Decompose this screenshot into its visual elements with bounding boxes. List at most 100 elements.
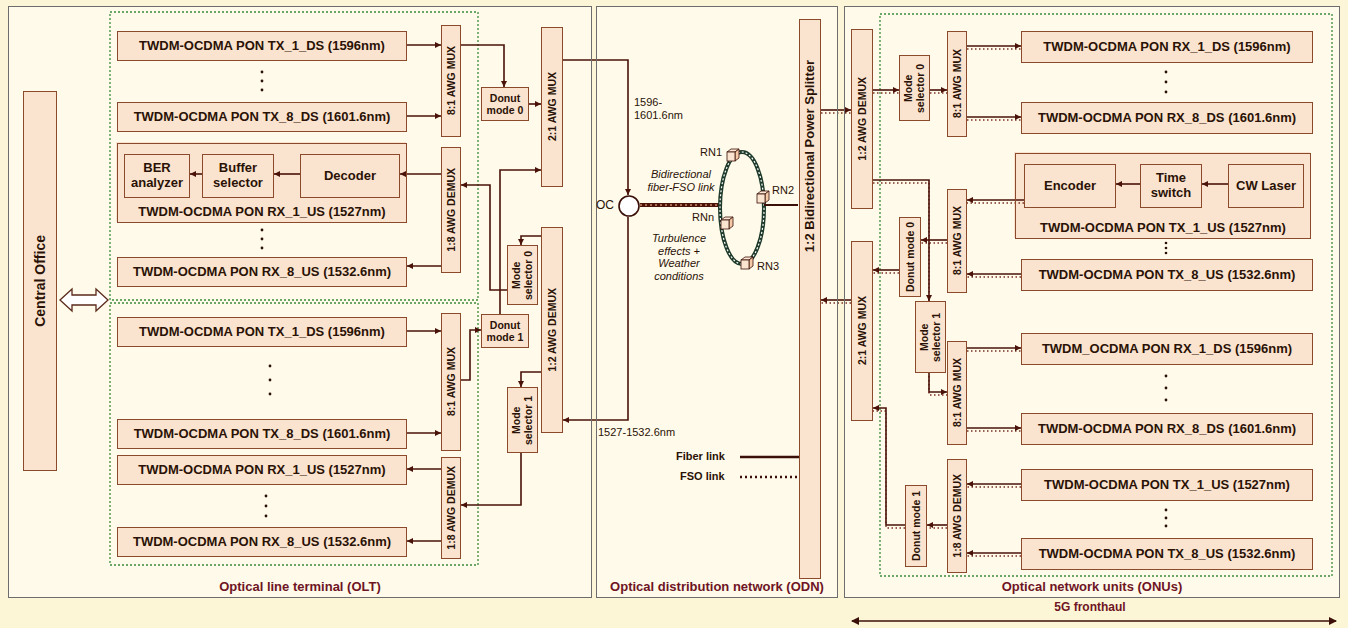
vertical-component-box: 2:1 AWG MUX [541, 27, 563, 187]
component-box: TWDM-OCDMA PON RX_8_DS (1601.6nm) [1021, 413, 1313, 445]
fso-companion-line [967, 350, 1021, 351]
legend-sample [740, 476, 800, 479]
panel-label: Optical distribution network (ODN) [597, 579, 837, 594]
node-label: TWDM-OCDMA PON TX_8_DS (1601.6nm) [134, 110, 391, 125]
panel-fill [844, 6, 1340, 598]
vertical-component-box: Mode selector 1 [915, 301, 946, 373]
annotation-label: 1596-1601.6nm [634, 96, 692, 121]
remote-node [741, 257, 753, 269]
fiber-connector [521, 236, 541, 245]
fiber-connector [873, 269, 899, 271]
fiber-link [764, 204, 798, 206]
fiber-connector [407, 265, 441, 267]
fiber-connector [967, 347, 1021, 349]
fso-companion-line [967, 555, 1021, 556]
fiber-connector [407, 44, 441, 46]
node-label: TWDM-OCDMA PON TX_1_US (1527nm) [1044, 478, 1290, 493]
node-label: Buffer selector [206, 161, 270, 191]
fiber-connector [967, 552, 1021, 554]
annotation-label: 1527-1532.6nm [598, 426, 688, 439]
node-label: Donut mode 1 [485, 319, 525, 343]
fiber-connector [407, 468, 441, 470]
legend-label: FSO link [680, 470, 725, 483]
component-box: TWDM-OCDMA PON TX_8_DS (1601.6nm) [117, 102, 407, 132]
fiber-connector [521, 372, 541, 387]
ring-network [720, 152, 764, 264]
fiber-connector [529, 103, 541, 105]
fso-companion-line [921, 242, 947, 243]
group-outline [110, 12, 478, 300]
component-box: TWDM-OCDMA PON TX_8_US (1532.6nm) [1021, 259, 1313, 291]
ring-network [720, 152, 764, 264]
fso-companion-line [873, 272, 899, 273]
legend-label: Fiber link [676, 450, 725, 463]
node-label: OC [596, 198, 614, 212]
fiber-connector [967, 483, 1021, 485]
component-box: Donut mode 0 [481, 87, 529, 121]
fiber-connector [821, 299, 851, 301]
section-panel: Optical network units (ONUs)1:2 AWG DEMU… [844, 6, 1340, 598]
node-label: TWDM-OCDMA PON RX_8_US (1532.6nm) [133, 265, 391, 280]
component-box: TWDM-OCDMA PON TX_1_DS (1596nm) [117, 317, 407, 347]
fiber-connector [274, 173, 300, 175]
component-box: Decoder [300, 154, 400, 198]
vertical-component-box: 8:1 AWG MUX [947, 189, 967, 293]
node-label: Mode selector 0 [510, 248, 534, 302]
component-box: TWDM-OCDMA PON RX_8_DS (1601.6nm) [1021, 102, 1313, 134]
vertical-component-box: 8:1 AWG MUX [947, 341, 967, 445]
node-label: 8:1 AWG MUX [951, 49, 963, 118]
annotation-label: RN3 [757, 260, 787, 273]
node-label: Donut mode 0 [904, 222, 916, 292]
optical-circulator: OC [618, 195, 640, 217]
fiber-connector [921, 239, 947, 241]
fiber-connector [1202, 183, 1228, 185]
fso-companion-line [927, 527, 947, 528]
component-box: TWDM-OCDMA PON TX_1_DS (1596nm) [117, 31, 407, 61]
node-label: Donut mode 1 [910, 491, 922, 561]
vertical-component-box: Mode selector 1 [507, 387, 538, 453]
node-label: TWDM-OCDMA PON RX_8_US (1532.6nm) [133, 535, 391, 550]
fso-companion-line [967, 486, 1021, 487]
component-box: BER analyzer [124, 154, 190, 198]
fso-companion-line [873, 92, 899, 93]
fso-companion-line [873, 411, 905, 528]
fiber-connector [461, 45, 504, 87]
node-label: Mode selector 1 [918, 304, 942, 370]
fso-companion-line [873, 183, 929, 304]
component-box: Encoder [1024, 164, 1116, 208]
annotation-label: RN1 [700, 146, 726, 159]
component-box: Time switch [1140, 164, 1202, 208]
fiber-connector [407, 432, 441, 434]
vertical-component-box: 1:2 Bidirectional Power Splitter [799, 19, 821, 579]
section-panel: Optical distribution network (ODN) OC 1:2 … [596, 6, 838, 598]
node-label: BER analyzer [128, 161, 186, 191]
component-box: TWDM-OCDMA PON RX_1_DS (1596nm) [1021, 31, 1313, 63]
node-label: TWDM-OCDMA PON TX_1_DS (1596nm) [139, 39, 385, 54]
component-box: Buffer selector [202, 154, 274, 198]
span-arrow [852, 620, 1336, 622]
vertical-component-box: Mode selector 0 [899, 55, 930, 121]
fso-companion-line [821, 112, 851, 113]
vertical-component-box: 8:1 AWG MUX [947, 31, 967, 137]
fiber-connector [967, 427, 1021, 429]
panel-label: Optical line terminal (OLT) [9, 579, 591, 594]
fiber-connector [929, 373, 947, 392]
node-label: TWDM-OCDMA PON RX_1_US (1527nm) [118, 204, 406, 219]
node-label: TWDM-OCDMA PON TX_8_US (1532.6nm) [1039, 268, 1296, 283]
vertical-component-box: 1:2 AWG DEMUX [851, 29, 873, 209]
fso-link [640, 204, 720, 206]
node-label: 8:1 AWG MUX [445, 46, 457, 115]
fiber-connector [873, 180, 929, 301]
node-label: 8:1 AWG MUX [951, 206, 963, 275]
component-box: TWDM-OCDMA PON TX_8_US (1532.6nm) [1021, 538, 1313, 570]
fiber-connector [461, 453, 521, 505]
remote-node [757, 191, 769, 203]
fso-companion-line [967, 48, 1021, 49]
fso-companion-line [967, 119, 1021, 120]
fiber-fso-link [640, 203, 720, 207]
node-label: 1:8 AWG DEMUX [445, 168, 457, 252]
panel-fill [8, 6, 592, 598]
section-panel: Optical line terminal (OLT)Central Offic… [8, 6, 592, 598]
annotation-label: RNn [692, 211, 720, 224]
